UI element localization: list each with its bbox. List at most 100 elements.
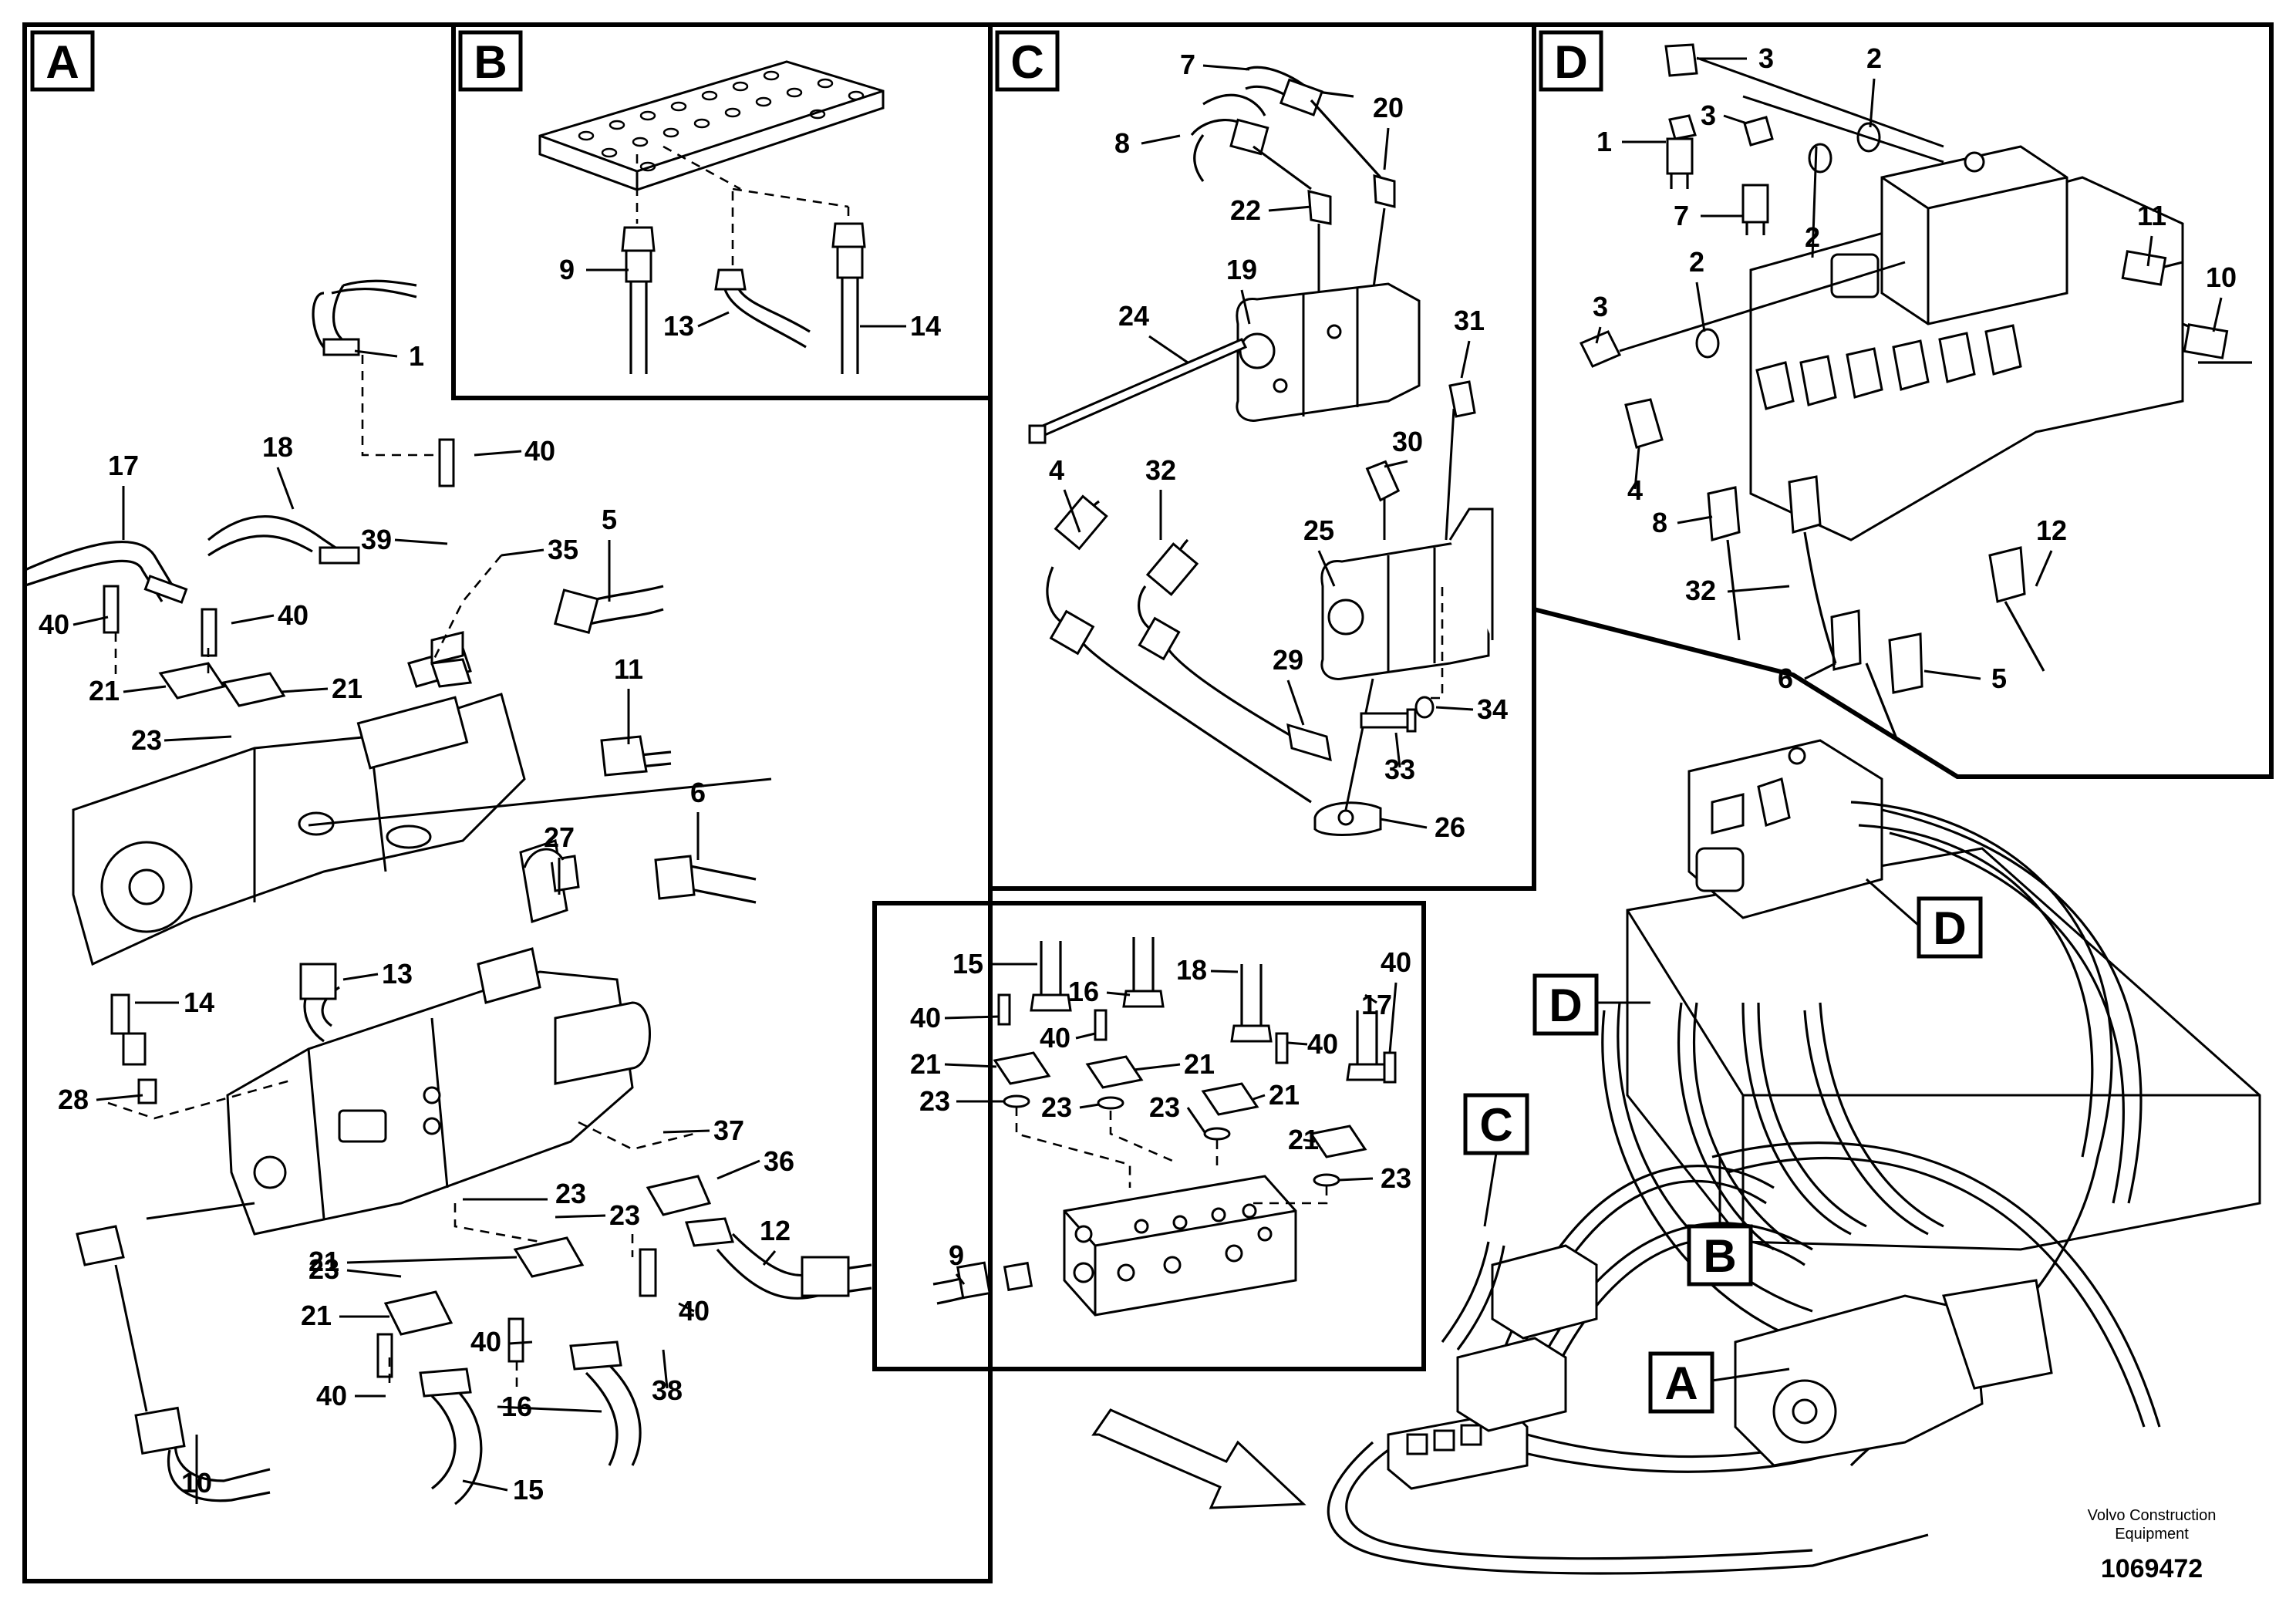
- panel-b-tag: B: [458, 30, 523, 92]
- callout-leader-manifold: [1338, 1177, 1374, 1182]
- callout-a-16: 16: [501, 1391, 532, 1422]
- callout-a-12: 12: [760, 1215, 791, 1246]
- callout-leader-d: [1923, 669, 1981, 680]
- panel-d-drawing: [1579, 43, 2252, 741]
- svg-text:C: C: [1010, 36, 1043, 88]
- callout-a-40: 40: [679, 1295, 710, 1327]
- svg-text:D: D: [1549, 980, 1582, 1031]
- callout-a-40: 40: [316, 1380, 347, 1411]
- company-line2: Equipment: [2115, 1526, 2189, 1543]
- callout-leader-a: [462, 1479, 508, 1492]
- callout-leader-a: [716, 1159, 760, 1180]
- callout-c-8: 8: [1114, 127, 1130, 159]
- callout-leader-manifold: [1388, 982, 1397, 1054]
- callout-leader-manifold: [944, 1063, 997, 1068]
- callout-manifold-23: 23: [1381, 1162, 1411, 1194]
- callout-b-14: 14: [910, 310, 941, 342]
- callout-a-21: 21: [308, 1246, 339, 1277]
- callout-leader-manifold: [1186, 1107, 1206, 1133]
- callout-leader-c: [1394, 732, 1401, 768]
- callout-a-14: 14: [184, 986, 214, 1018]
- callout-leader-a: [281, 687, 329, 693]
- callout-c-33: 33: [1384, 754, 1415, 785]
- panel-d-frame: [1532, 22, 2274, 779]
- callout-leader-d: [2212, 297, 2223, 332]
- callout-d-3: 3: [1593, 291, 1608, 322]
- callout-c-20: 20: [1373, 92, 1404, 123]
- callout-manifold-16: 16: [1068, 976, 1099, 1007]
- callout-leader-a: [508, 1340, 533, 1345]
- callout-c-24: 24: [1118, 300, 1149, 332]
- callout-manifold-21: 21: [1288, 1124, 1319, 1155]
- callout-a-6: 6: [690, 777, 706, 808]
- callout-d-3: 3: [1701, 99, 1716, 131]
- callout-leader-c: [1286, 679, 1305, 726]
- callout-leader-a: [276, 467, 295, 510]
- callout-leader-a: [662, 1349, 669, 1389]
- callout-d-2: 2: [1689, 246, 1704, 278]
- panel-a-tag: A: [30, 30, 95, 92]
- callout-c-31: 31: [1454, 305, 1485, 336]
- callout-leader-a: [96, 1094, 143, 1101]
- callout-leader-c: [1141, 134, 1181, 145]
- callout-leader-manifold: [1106, 991, 1131, 996]
- callout-leader-d: [1804, 662, 1836, 680]
- callout-leader-manifold: [1210, 969, 1239, 973]
- callout-d-2: 2: [1866, 42, 1882, 74]
- callout-leader-a: [663, 1129, 710, 1134]
- callout-leader-c: [1268, 205, 1312, 212]
- callout-a-23: 23: [131, 724, 162, 756]
- callout-leader-manifold: [1364, 993, 1377, 1004]
- callout-leader-a: [678, 1302, 695, 1313]
- callout-a-40: 40: [278, 599, 308, 631]
- callout-leader-manifold: [1287, 1041, 1308, 1046]
- callout-leader-d: [2146, 235, 2153, 267]
- overview-tag-d-left: D: [1532, 973, 1650, 1036]
- callout-manifold-23: 23: [1041, 1091, 1072, 1123]
- callout-d-6: 6: [1778, 663, 1793, 694]
- callout-leader-d: [1595, 326, 1602, 344]
- callout-manifold-17: 17: [1361, 989, 1392, 1020]
- callout-manifold-40: 40: [1040, 1022, 1070, 1054]
- callout-b-9: 9: [559, 254, 575, 285]
- callout-leader-d: [1723, 114, 1748, 125]
- callout-a-15: 15: [513, 1474, 544, 1506]
- callout-a-10: 10: [181, 1467, 212, 1499]
- callout-leader-manifold: [1075, 1032, 1096, 1040]
- callout-leader-manifold: [1079, 1103, 1100, 1109]
- callout-leader-manifold: [1133, 1063, 1181, 1071]
- callout-c-34: 34: [1477, 693, 1508, 725]
- callout-manifold-40: 40: [1307, 1028, 1338, 1060]
- callout-a-35: 35: [548, 534, 578, 565]
- callout-leader-a: [123, 685, 167, 693]
- callout-leader-d: [1811, 146, 1818, 258]
- callout-a-13: 13: [382, 958, 413, 990]
- callout-a-1: 1: [409, 340, 424, 372]
- callout-leader-a: [474, 450, 522, 457]
- callout-a-36: 36: [764, 1145, 794, 1177]
- callout-d-11: 11: [2137, 200, 2166, 231]
- callout-c-19: 19: [1226, 254, 1257, 285]
- callout-leader-manifold: [1253, 1094, 1266, 1101]
- manifold-panel-frame: [872, 901, 1426, 1371]
- overview-tag-c: C: [1463, 1093, 1529, 1227]
- callout-manifold-40: 40: [1381, 946, 1411, 978]
- callout-d-12: 12: [2036, 514, 2067, 546]
- callout-a-40: 40: [470, 1326, 501, 1357]
- callout-c-4: 4: [1049, 454, 1064, 486]
- callout-d-8: 8: [1652, 507, 1667, 538]
- overview-tag-b: B: [1687, 1157, 1753, 1286]
- svg-text:B: B: [1703, 1230, 1736, 1282]
- callout-manifold-40: 40: [910, 1002, 941, 1034]
- callout-leader-a: [394, 538, 448, 545]
- callout-a-40: 40: [39, 609, 69, 640]
- callout-a-11: 11: [614, 653, 643, 685]
- company-line1: Volvo Construction: [2088, 1507, 2217, 1524]
- callout-leader-a: [762, 1250, 777, 1266]
- callout-c-22: 22: [1230, 194, 1261, 226]
- svg-text:A: A: [1664, 1357, 1698, 1409]
- footer: Volvo Construction Equipment 1069472: [2088, 1507, 2217, 1583]
- callout-a-28: 28: [58, 1084, 89, 1115]
- callout-a-23: 23: [308, 1253, 339, 1285]
